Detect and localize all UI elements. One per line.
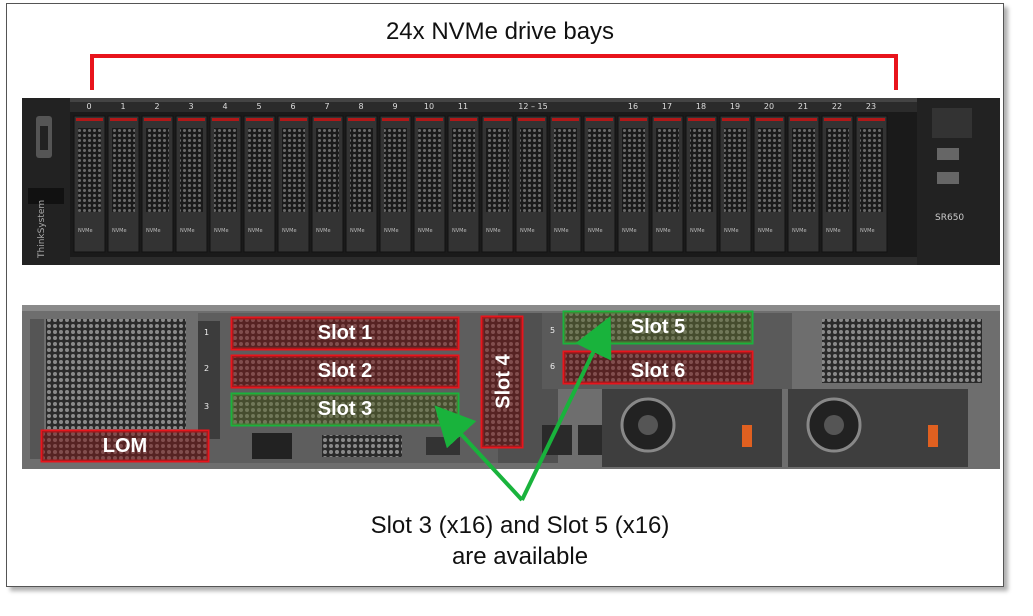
drive-bay: NVMe (855, 115, 888, 253)
usb-port-icon (937, 148, 959, 160)
bay-number-label: 1 (120, 102, 125, 111)
drive-bay: NVMe (685, 115, 718, 253)
bay-nvme-tag: NVMe (214, 228, 229, 234)
bay-number-label: 22 (832, 102, 842, 111)
bay-number-label: 18 (696, 102, 706, 111)
bay-number-label: 3 (188, 102, 193, 111)
svg-text:3: 3 (204, 402, 209, 411)
bay-nvme-tag: NVMe (418, 228, 433, 234)
bay-nvme-tag: NVMe (452, 228, 467, 234)
bay-nvme-tag: NVMe (588, 228, 603, 234)
svg-text:2: 2 (204, 364, 209, 373)
server-front-view: ThinkSystem SR650 NVMe NVMe NVMe NVMe NVMe NV… (22, 98, 1000, 265)
bay-number-label: 17 (662, 102, 672, 111)
bay-number-label: 7 (324, 102, 329, 111)
bay-nvme-tag: NVMe (554, 228, 569, 234)
slot-3-label: Slot 3 (317, 398, 373, 420)
bay-number-label: 9 (392, 102, 397, 111)
drive-bay: NVMe (277, 115, 310, 253)
drive-bay: NVMe (447, 115, 480, 253)
bay-number-label: 16 (628, 102, 638, 111)
bay-number-label: 8 (358, 102, 363, 111)
drive-bay: NVMe (311, 115, 344, 253)
drive-bay: NVMe (821, 115, 854, 253)
bay-nvme-tag: NVMe (758, 228, 773, 234)
drive-bay: NVMe (549, 115, 582, 253)
bay-number-label: 4 (222, 102, 227, 111)
model-label: SR650 (935, 213, 964, 223)
svg-text:ThinkSystem: ThinkSystem (37, 200, 47, 259)
bay-number-label: 12 – 15 (518, 102, 547, 111)
bay-nvme-tag: NVMe (112, 228, 127, 234)
bay-nvme-tag: NVMe (724, 228, 739, 234)
drive-bay: NVMe (107, 115, 140, 253)
bay-number-label: 2 (154, 102, 159, 111)
bay-nvme-tag: NVMe (316, 228, 331, 234)
bay-nvme-tag: NVMe (350, 228, 365, 234)
bay-nvme-tag: NVMe (520, 228, 535, 234)
bay-nvme-tag: NVMe (486, 228, 501, 234)
bay-number-label: 6 (290, 102, 295, 111)
slot-5-label: Slot 5 (630, 316, 686, 338)
bay-nvme-tag: NVMe (792, 228, 807, 234)
bay-nvme-tag: NVMe (282, 228, 297, 234)
bay-nvme-tag: NVMe (180, 228, 195, 234)
bay-nvme-tag: NVMe (384, 228, 399, 234)
bay-nvme-tag: NVMe (622, 228, 637, 234)
drive-bay: NVMe (481, 115, 514, 253)
drive-bay: NVMe (515, 115, 548, 253)
drive-bay: NVMe (753, 115, 786, 253)
bay-nvme-tag: NVMe (826, 228, 841, 234)
drive-bay: NVMe (379, 115, 412, 253)
svg-text:6: 6 (550, 362, 555, 371)
slot-1-label: Slot 1 (317, 322, 373, 344)
svg-text:5: 5 (550, 326, 555, 335)
lom-label: LOM (102, 435, 148, 457)
drive-bay: NVMe (175, 115, 208, 253)
bay-nvme-tag: NVMe (146, 228, 161, 234)
drive-bay: NVMe (73, 115, 106, 253)
availability-caption: Slot 3 (x16) and Slot 5 (x16) are availa… (340, 510, 700, 572)
caption-line-2: are available (451, 543, 589, 570)
drive-bays-title: 24x NVMe drive bays (385, 18, 615, 45)
bay-number-label: 23 (866, 102, 876, 111)
slot-2-label: Slot 2 (317, 360, 373, 382)
usb-port-icon (937, 172, 959, 184)
bay-number-label: 21 (798, 102, 808, 111)
bay-nvme-tag: NVMe (656, 228, 671, 234)
bay-number-label: 10 (424, 102, 434, 111)
bay-nvme-tag: NVMe (690, 228, 705, 234)
bay-number-label: 5 (256, 102, 261, 111)
caption-line-1: Slot 3 (x16) and Slot 5 (x16) (370, 512, 670, 539)
drive-bay: NVMe (141, 115, 174, 253)
bay-number-label: 20 (764, 102, 774, 111)
bay-nvme-tag: NVMe (860, 228, 875, 234)
drive-bay: NVMe (345, 115, 378, 253)
drive-bay: NVMe (413, 115, 446, 253)
drive-bay: NVMe (243, 115, 276, 253)
bay-number-label: 11 (458, 102, 468, 111)
drive-bays-bracket (90, 54, 898, 90)
drive-bay: NVMe (583, 115, 616, 253)
bay-number-label: 19 (730, 102, 740, 111)
bay-nvme-tag: NVMe (248, 228, 263, 234)
drive-bay: NVMe (719, 115, 752, 253)
bay-number-label: 0 (86, 102, 91, 111)
drive-bay: NVMe (651, 115, 684, 253)
bay-nvme-tag: NVMe (78, 228, 93, 234)
drive-bay: NVMe (617, 115, 650, 253)
slot-6-label: Slot 6 (630, 360, 686, 382)
drive-bay: NVMe (209, 115, 242, 253)
svg-text:1: 1 (204, 328, 209, 337)
drive-bay: NVMe (787, 115, 820, 253)
